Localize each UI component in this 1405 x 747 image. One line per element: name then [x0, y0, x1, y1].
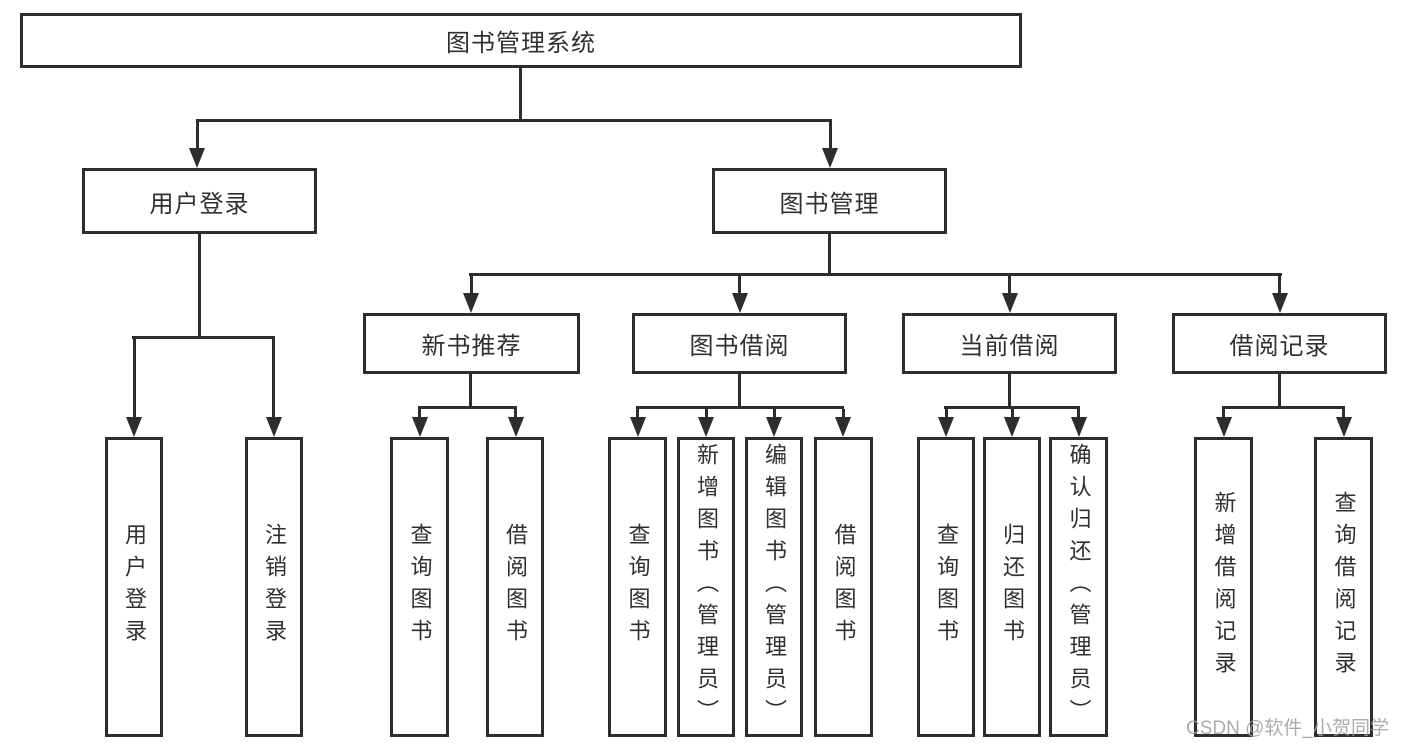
leaf-label: 新增图书（管理员） [694, 443, 719, 731]
leaf-user-login: 用户登录 [105, 437, 163, 737]
node-new-books-label: 新书推荐 [421, 333, 522, 360]
leaf-label: 查询图书 [625, 523, 651, 651]
leaf-label: 编辑图书（管理员） [762, 443, 787, 731]
leaf-label: 归还图书 [1000, 523, 1025, 651]
arrowhead-icon [1336, 417, 1352, 437]
connector-line [418, 406, 517, 409]
leaf-label: 借阅图书 [831, 523, 857, 651]
arrowhead-icon [463, 293, 479, 313]
arrowhead-icon [266, 417, 282, 437]
node-borrow-records: 借阅记录 [1172, 313, 1387, 374]
connector-line [1222, 409, 1225, 418]
watermark-text: CSDN @软件_小贺同学 [1186, 718, 1389, 739]
connector-line [738, 374, 741, 406]
arrowhead-icon [1002, 293, 1018, 313]
node-user-login: 用户登录 [82, 168, 317, 234]
connector-line [842, 409, 845, 418]
leaf-query-books-current: 查询图书 [917, 437, 975, 737]
leaf-label: 确认归还（管理员） [1066, 443, 1092, 731]
connector-line [945, 409, 948, 418]
leaf-label: 查询图书 [934, 523, 959, 651]
arrowhead-icon [698, 417, 714, 437]
node-book-borrow: 图书借阅 [632, 313, 847, 374]
leaf-borrow-books: 借阅图书 [814, 437, 873, 737]
connector-line [1222, 406, 1345, 409]
leaf-query-books-newbooks: 查询图书 [390, 437, 449, 737]
leaf-borrow-books-newbooks: 借阅图书 [486, 437, 544, 737]
arrowhead-icon [822, 148, 838, 168]
node-book-borrow-label: 图书借阅 [689, 333, 790, 360]
connector-line [469, 273, 1282, 276]
leaf-logout: 注销登录 [245, 437, 303, 737]
node-borrow-records-label: 借阅记录 [1229, 333, 1330, 360]
connector-line [514, 409, 517, 418]
leaf-edit-books-admin: 编辑图书（管理员） [745, 437, 803, 737]
leaf-label: 借阅图书 [503, 523, 528, 651]
leaf-label: 新增借阅记录 [1211, 491, 1237, 683]
connector-line [1008, 276, 1011, 293]
arrowhead-icon [189, 148, 205, 168]
leaf-add-books-admin: 新增图书（管理员） [677, 437, 735, 737]
connector-line [519, 68, 522, 119]
connector-line [1077, 409, 1080, 418]
node-current-borrow-label: 当前借阅 [959, 333, 1060, 360]
arrowhead-icon [126, 417, 142, 437]
connector-line [469, 374, 472, 406]
leaf-query-borrow-record: 查询借阅记录 [1314, 437, 1373, 737]
connector-line [828, 234, 831, 273]
connector-line [1342, 409, 1345, 418]
leaf-label: 查询借阅记录 [1331, 491, 1357, 683]
connector-line [1008, 374, 1011, 406]
connector-line [829, 122, 832, 148]
connector-line [636, 409, 639, 418]
connector-line [738, 276, 741, 293]
node-book-mgmt: 图书管理 [712, 168, 947, 234]
node-root-label: 图书管理系统 [446, 30, 596, 57]
connector-line [636, 406, 844, 409]
node-root: 图书管理系统 [20, 13, 1022, 68]
connector-line [133, 339, 136, 417]
arrowhead-icon [938, 417, 954, 437]
arrowhead-icon [1004, 417, 1020, 437]
leaf-confirm-return-admin: 确认归还（管理员） [1049, 437, 1108, 737]
leaf-label: 注销登录 [262, 523, 287, 651]
connector-line [198, 234, 201, 336]
connector-line [196, 122, 199, 148]
arrowhead-icon [835, 417, 851, 437]
arrowhead-icon [1272, 293, 1288, 313]
connector-line [1278, 374, 1281, 406]
connector-line [272, 339, 275, 417]
connector-line [944, 406, 1080, 409]
arrowhead-icon [1071, 417, 1087, 437]
node-user-login-label: 用户登录 [149, 190, 250, 218]
leaf-label: 用户登录 [122, 523, 147, 651]
leaf-return-books: 归还图书 [983, 437, 1041, 737]
connector-line [470, 276, 473, 293]
connector-line [132, 336, 275, 339]
arrowhead-icon [412, 417, 428, 437]
connector-line [773, 409, 776, 418]
arrowhead-icon [732, 293, 748, 313]
arrowhead-icon [630, 417, 646, 437]
connector-line [1011, 409, 1014, 418]
leaf-label: 查询图书 [407, 523, 433, 651]
leaf-query-books-borrow: 查询图书 [608, 437, 667, 737]
arrowhead-icon [508, 417, 524, 437]
connector-line [418, 409, 421, 418]
node-book-mgmt-label: 图书管理 [779, 190, 880, 218]
connector-line [196, 119, 832, 122]
arrowhead-icon [766, 417, 782, 437]
connector-line [1278, 276, 1281, 293]
node-new-books: 新书推荐 [363, 313, 580, 374]
arrowhead-icon [1216, 417, 1232, 437]
node-current-borrow: 当前借阅 [902, 313, 1117, 374]
leaf-add-borrow-record: 新增借阅记录 [1194, 437, 1253, 737]
connector-line [705, 409, 708, 418]
